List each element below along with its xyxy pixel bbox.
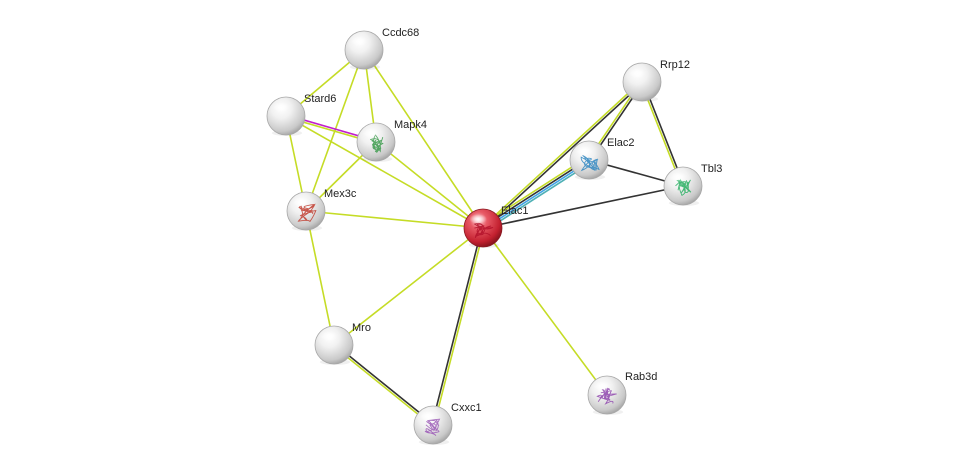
edge-line-textmining: [375, 141, 484, 229]
sphere-highlight: [272, 102, 290, 112]
edge-mapk4-elac1[interactable]: [375, 141, 484, 229]
node-mex3c[interactable]: Mex3c: [286, 188, 357, 231]
sphere-highlight: [669, 172, 687, 182]
node-label: Elac1: [501, 205, 529, 217]
protein-sphere: [622, 62, 662, 102]
protein-structure-icon: [580, 155, 600, 172]
edge-line-coexpression: [481, 158, 590, 228]
edge-line-coexpression: [333, 343, 435, 425]
sphere-highlight: [628, 68, 646, 78]
edge-tbl3-elac1[interactable]: [482, 185, 684, 229]
protein-structure-icon: [297, 203, 317, 222]
edge-rab3d-elac1[interactable]: [482, 227, 608, 396]
edge-line-textmining: [481, 80, 643, 228]
edge-mro-elac1[interactable]: [333, 227, 484, 346]
node-label: Tbl3: [701, 163, 722, 175]
edge-ccdc68-elac1[interactable]: [363, 49, 484, 229]
node-elac2[interactable]: Elac2: [569, 137, 635, 180]
edge-line-textmining: [305, 210, 335, 346]
protein-structure-icon: [596, 387, 617, 405]
edge-mro-cxxc1[interactable]: [332, 343, 435, 427]
edge-line-textmining: [333, 227, 484, 346]
edge-line-textmining: [332, 345, 434, 427]
edge-line-coexpression: [482, 185, 684, 229]
node-ccdc68[interactable]: Ccdc68: [344, 27, 419, 70]
node-stard6[interactable]: Stard6: [266, 93, 336, 136]
edge-line-homology: [483, 161, 592, 232]
sphere-highlight: [292, 197, 310, 207]
node-mapk4[interactable]: Mapk4: [356, 119, 427, 162]
edge-cxxc1-elac1[interactable]: [431, 226, 485, 427]
sphere-highlight: [362, 128, 380, 138]
edge-line-coexpression: [431, 226, 483, 426]
edge-elac2-elac1[interactable]: [480, 156, 592, 232]
protein-sphere: [266, 96, 306, 136]
edge-stard6-elac1[interactable]: [285, 115, 484, 229]
edge-line-database: [482, 160, 591, 230]
edge-line-textmining: [433, 227, 485, 427]
protein-structure-icon: [473, 222, 494, 238]
node-label: Rrp12: [660, 59, 690, 71]
edge-line-textmining: [482, 227, 608, 396]
sphere-highlight: [575, 146, 593, 156]
node-cxxc1[interactable]: Cxxc1: [413, 402, 482, 445]
node-label: Elac2: [607, 137, 635, 149]
sphere-highlight: [469, 214, 487, 224]
edge-line-textmining: [363, 49, 484, 229]
node-label: Mro: [352, 322, 371, 334]
edge-line-textmining: [305, 210, 484, 229]
node-mro[interactable]: Mro: [314, 322, 371, 365]
edge-line-coexpression: [482, 82, 644, 230]
protein-structure-icon: [370, 134, 384, 154]
node-rab3d[interactable]: Rab3d: [587, 371, 657, 415]
node-label: Rab3d: [625, 371, 657, 383]
node-tbl3[interactable]: Tbl3: [663, 163, 722, 206]
edge-mex3c-elac1[interactable]: [305, 210, 484, 229]
sphere-highlight: [350, 36, 368, 46]
node-label: Cxxc1: [451, 402, 482, 414]
node-label: Ccdc68: [382, 27, 419, 39]
node-rrp12[interactable]: Rrp12: [622, 59, 690, 102]
protein-structure-icon: [675, 178, 692, 197]
sphere-highlight: [320, 331, 338, 341]
node-label: Mex3c: [324, 188, 357, 200]
node-label: Stard6: [304, 93, 336, 105]
edge-line-textmining: [285, 115, 484, 229]
edge-rrp12-elac1[interactable]: [481, 80, 644, 230]
node-label: Mapk4: [394, 119, 427, 131]
sphere-highlight: [593, 381, 611, 391]
edge-mex3c-mro[interactable]: [305, 210, 335, 346]
edge-line-textmining: [480, 156, 589, 227]
protein-sphere: [344, 30, 384, 70]
node-elac1[interactable]: Elac1: [463, 205, 529, 248]
protein-sphere: [314, 325, 354, 365]
sphere-highlight: [419, 411, 437, 421]
